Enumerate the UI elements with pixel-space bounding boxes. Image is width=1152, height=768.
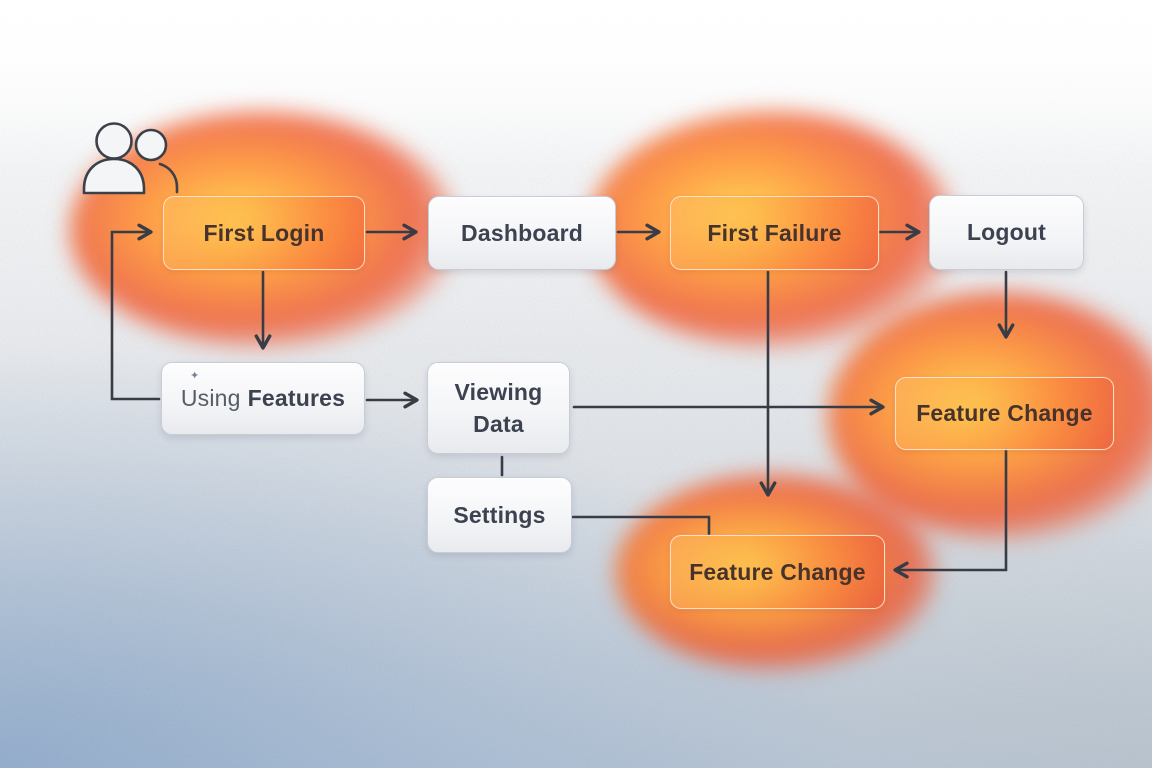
node-using-features-label-strong: Features	[247, 385, 346, 411]
node-viewing-data-label: Viewing Data	[454, 378, 543, 437]
node-feature-change-right: Feature Change	[895, 377, 1114, 450]
edge-feature-change-right-to-bottom	[893, 448, 1008, 579]
node-using-features: ✦ Using Features	[161, 362, 365, 435]
users-icon	[82, 122, 179, 195]
node-first-login-label: First Login	[203, 219, 325, 246]
node-dashboard: Dashboard	[428, 196, 616, 270]
node-first-login: First Login	[163, 196, 365, 270]
node-first-failure-label: First Failure	[707, 219, 842, 246]
node-viewing-data: Viewing Data	[427, 362, 570, 454]
node-feature-change-right-label: Feature Change	[916, 400, 1093, 426]
node-settings-label: Settings	[453, 501, 546, 528]
edge-using-features-loop-to-first-login	[110, 223, 161, 401]
node-first-failure: First Failure	[670, 196, 879, 270]
edge-settings-to-feature-change-bottom	[571, 515, 711, 536]
node-dashboard-label: Dashboard	[461, 219, 583, 246]
node-feature-change-bottom: Feature Change	[670, 535, 885, 609]
node-using-features-label-light: Using	[180, 385, 241, 411]
sparkle-icon: ✦	[190, 370, 200, 382]
node-settings: Settings	[427, 477, 572, 553]
node-feature-change-bottom-label: Feature Change	[689, 558, 866, 585]
node-logout: Logout	[929, 195, 1084, 270]
node-logout-label: Logout	[966, 219, 1047, 245]
